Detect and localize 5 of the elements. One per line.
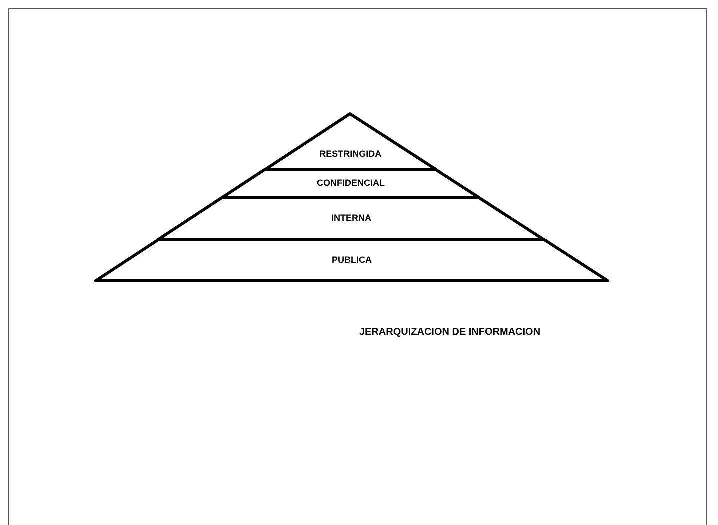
tier-label: INTERNA xyxy=(331,213,372,223)
tier-label: CONFIDENCIAL xyxy=(317,178,385,188)
caption: JERARQUIZACION DE INFORMACION xyxy=(358,327,542,338)
tier-label: PUBLICA xyxy=(332,255,372,265)
tier-label: RESTRINGIDA xyxy=(320,149,382,159)
